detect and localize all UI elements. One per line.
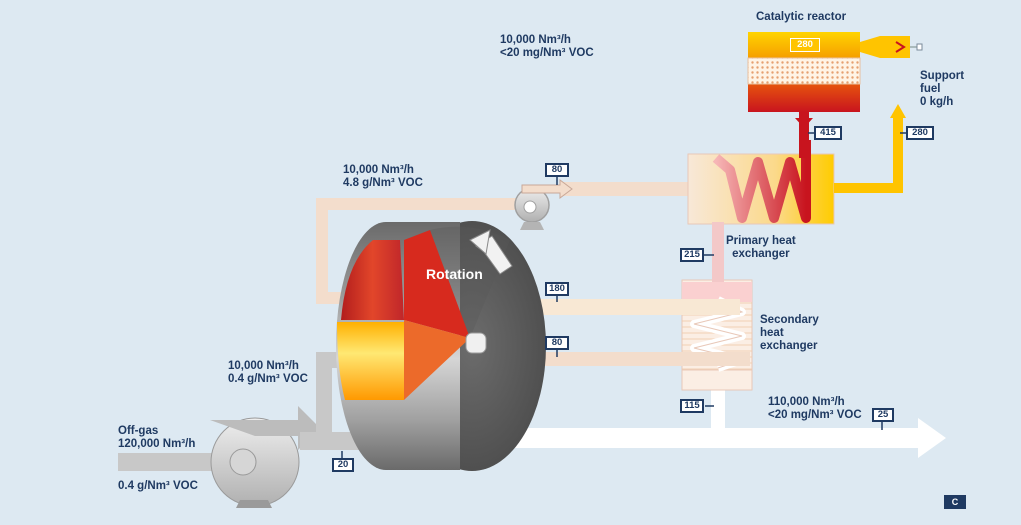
- clean-gas-arrow: [458, 418, 946, 458]
- desorption-stream-label: 10,000 Nm³/h 4.8 g/Nm³ VOC: [343, 164, 423, 190]
- offgas-inlet-temp-tag: 20: [332, 458, 354, 472]
- catalytic-reactor: [747, 32, 923, 112]
- adsorption-wheel: [336, 221, 546, 471]
- rotation-arrow-icon: [469, 229, 513, 275]
- primary-hx-line2: exchanger: [732, 248, 790, 260]
- offgas-voc: 0.4 g/Nm³ VOC: [118, 480, 198, 492]
- offgas-inlet: [118, 352, 360, 508]
- support-fuel-line1: Support: [920, 70, 965, 82]
- secondary-hx-line3: exchanger: [760, 340, 818, 352]
- clean-flow: 110,000 Nm³/h: [768, 396, 845, 408]
- desorption-voc: 4.8 g/Nm³ VOC: [343, 177, 423, 189]
- reactor-inlet-temp-tag: 415: [814, 126, 842, 140]
- desorption-flow: 10,000 Nm³/h: [343, 164, 414, 176]
- cooling-air-temp-tag: 80: [545, 336, 569, 350]
- primary-hx-outlet-temp-tag: 215: [680, 248, 704, 262]
- secondary-hx-line1: Secondary: [760, 314, 819, 326]
- primary-heat-exchanger: [687, 140, 835, 258]
- company-logo: C: [944, 495, 966, 509]
- clean-gas-outlet-temp-tag: 115: [680, 399, 704, 413]
- clean-voc: <20 mg/Nm³ VOC: [768, 409, 862, 421]
- secondary-hx-line2: heat: [760, 327, 784, 339]
- reactor-outlet-pipe: [834, 118, 903, 193]
- reactor-inlet-pipe: [799, 110, 809, 158]
- secondary-hx-label: Secondary heat exchanger: [760, 314, 819, 353]
- secondary-heat-exchanger: [681, 256, 753, 391]
- cooling-flow: 10,000 Nm³/h: [228, 360, 299, 372]
- secondary-hx-outlet-temp-tag: 180: [545, 282, 569, 296]
- primary-hx-label: Primary heat exchanger: [726, 235, 796, 261]
- cooling-voc: 0.4 g/Nm³ VOC: [228, 373, 308, 385]
- reactor-title: Catalytic reactor: [756, 11, 847, 23]
- primary-hx-line1: Primary heat: [726, 235, 796, 247]
- support-fuel-label: Support fuel 0 kg/h: [920, 70, 964, 109]
- reactor-outlet-temp-tag: 280: [906, 126, 934, 140]
- clean-stream-label: 110,000 Nm³/h <20 mg/Nm³ VOC: [768, 396, 862, 422]
- top-stream-label: 10,000 Nm³/h <20 mg/Nm³ VOC: [500, 34, 594, 60]
- support-fuel-line2: fuel: [920, 83, 941, 95]
- offgas-label: Off-gas 120,000 Nm³/h: [118, 425, 195, 451]
- secondary-hx-outlet-pipe: [711, 388, 725, 430]
- cooling-stream-label: 10,000 Nm³/h 0.4 g/Nm³ VOC: [228, 360, 308, 386]
- offgas-title: Off-gas: [118, 425, 159, 437]
- rotation-label: Rotation: [426, 266, 483, 282]
- offgas-flow: 120,000 Nm³/h: [118, 438, 196, 450]
- clean-stream-temp-tag: 25: [872, 408, 894, 422]
- fan-outlet-temp-tag: 80: [545, 163, 569, 177]
- support-fuel-rate: 0 kg/h: [920, 96, 954, 108]
- top-stream-voc: <20 mg/Nm³ VOC: [500, 47, 594, 59]
- fan-icon: [514, 179, 573, 230]
- reactor-temp-tag: 280: [790, 38, 820, 52]
- top-stream-flow: 10,000 Nm³/h: [500, 34, 571, 46]
- reactor-burner-icon: [895, 41, 906, 53]
